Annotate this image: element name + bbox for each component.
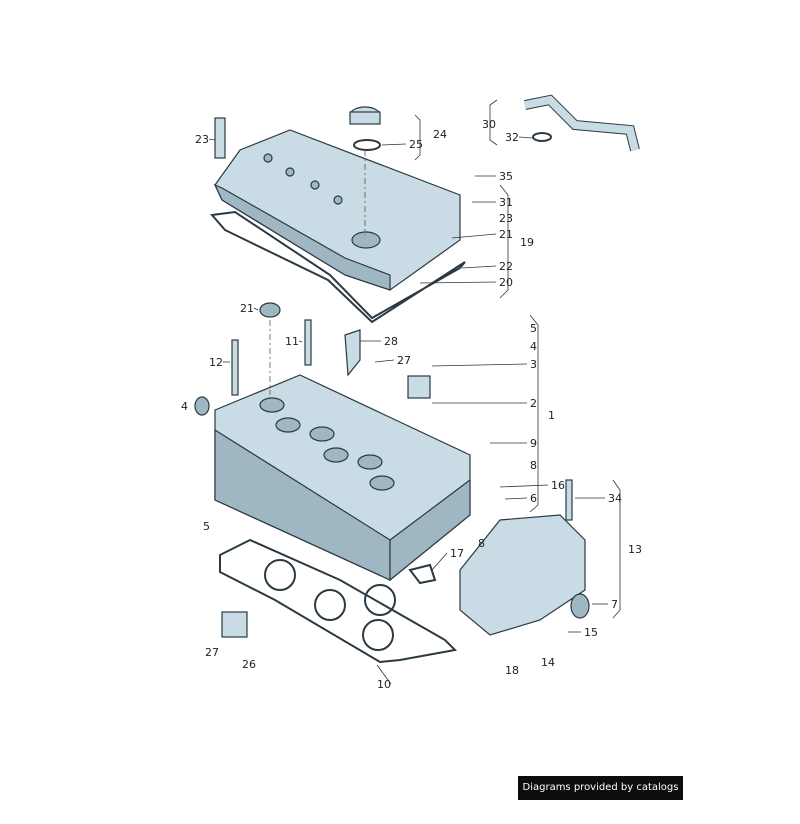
part-number-label[interactable]: 23 xyxy=(499,212,513,225)
part-number-label[interactable]: 30 xyxy=(482,118,496,131)
leader-line xyxy=(504,497,528,500)
part-number-label[interactable]: 11 xyxy=(285,335,299,348)
part-number-label[interactable]: 3 xyxy=(530,358,537,371)
leader-line xyxy=(431,363,528,367)
part-number-label[interactable]: 27 xyxy=(397,354,411,367)
part-number-label[interactable]: 35 xyxy=(499,170,513,183)
part-number-label[interactable]: 31 xyxy=(499,196,513,209)
part-number-label[interactable]: 23 xyxy=(195,133,209,146)
camshaft-cap xyxy=(407,375,431,399)
oil-filler-cap[interactable] xyxy=(349,106,381,151)
leader-line xyxy=(419,281,497,284)
stud xyxy=(565,479,573,521)
part-number-label[interactable]: 8 xyxy=(478,537,485,550)
gasket xyxy=(408,563,437,585)
bracket xyxy=(344,329,361,377)
plug xyxy=(194,396,210,416)
part-number-label[interactable]: 27 xyxy=(205,646,219,659)
leader-line xyxy=(376,664,392,685)
watermark-banner: Diagrams provided by catalogs parts xyxy=(518,776,683,817)
seal xyxy=(259,302,281,318)
part-number-label[interactable]: 4 xyxy=(530,340,537,353)
part-number-label[interactable]: 2 xyxy=(530,397,537,410)
part-number-label[interactable]: 5 xyxy=(530,322,537,335)
part-number-label[interactable]: 14 xyxy=(541,656,555,669)
leader-line xyxy=(253,307,259,311)
part-number-label[interactable]: 13 xyxy=(628,543,642,556)
leader-line xyxy=(499,484,549,488)
part-number-label[interactable]: 24 xyxy=(433,128,447,141)
part-number-label[interactable]: 4 xyxy=(181,400,188,413)
part-number-label[interactable]: 19 xyxy=(520,236,534,249)
part-number-label[interactable]: 10 xyxy=(377,678,391,691)
part-number-label[interactable]: 26 xyxy=(242,658,256,671)
part-number-label[interactable]: 21 xyxy=(240,302,254,315)
part-number-label[interactable]: 15 xyxy=(584,626,598,639)
valve-cover-gasket xyxy=(210,210,466,324)
bolt xyxy=(304,319,312,366)
part-number-label[interactable]: 1 xyxy=(548,409,555,422)
part-number-label[interactable]: 18 xyxy=(505,664,519,677)
part-number-label[interactable]: 34 xyxy=(608,492,622,505)
leader-line xyxy=(431,552,448,571)
part-number-label[interactable]: 5 xyxy=(203,520,210,533)
bracket xyxy=(221,611,248,638)
leader-line xyxy=(518,136,534,139)
part-number-label[interactable]: 21 xyxy=(499,228,513,241)
cylinder-head[interactable] xyxy=(214,374,471,582)
part-number-label[interactable]: 22 xyxy=(499,260,513,273)
leader-line xyxy=(451,233,497,239)
leader-line xyxy=(208,138,216,141)
part-number-label[interactable]: 6 xyxy=(530,492,537,505)
part-number-label[interactable]: 12 xyxy=(209,356,223,369)
bolt xyxy=(214,117,226,159)
leader-line xyxy=(298,340,303,343)
leader-line xyxy=(461,265,497,269)
cylinder-head-gasket xyxy=(219,538,458,664)
leader-line xyxy=(374,359,395,363)
part-number-label[interactable]: 25 xyxy=(409,138,423,151)
part-number-label[interactable]: 9 xyxy=(530,437,537,450)
part-number-label[interactable]: 7 xyxy=(611,598,618,611)
part-number-label[interactable]: 28 xyxy=(384,335,398,348)
bolt xyxy=(231,339,239,396)
valve-cover[interactable] xyxy=(213,129,461,291)
part-number-label[interactable]: 17 xyxy=(450,547,464,560)
part-number-label[interactable]: 16 xyxy=(551,479,565,492)
part-number-label[interactable]: 20 xyxy=(499,276,513,289)
o-ring xyxy=(532,132,552,142)
part-number-label[interactable]: 32 xyxy=(505,131,519,144)
timing-cover[interactable] xyxy=(459,514,590,636)
part-number-label[interactable]: 8 xyxy=(530,459,537,472)
leader-line xyxy=(381,143,407,146)
